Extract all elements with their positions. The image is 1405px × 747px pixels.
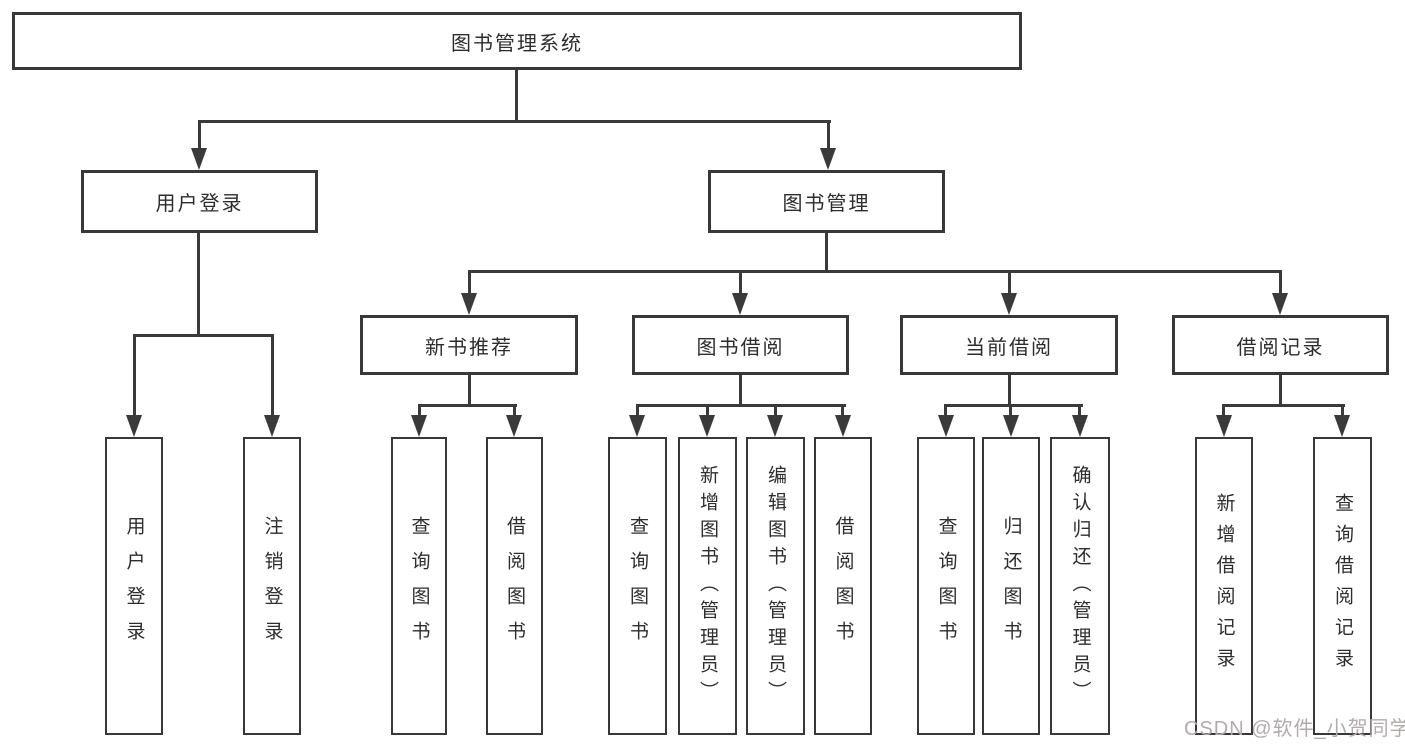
node-library-system: 图书管理系统 (12, 12, 1022, 70)
leaf-current-query-label: 查询图书 (935, 516, 957, 656)
node-new-book-rec: 新书推荐 (360, 315, 578, 375)
csdn-watermark-text: CSDN @软件_小贺同学 (1184, 718, 1405, 740)
node-book-mgmt: 图书管理 (708, 170, 945, 233)
connector-new-book-rec-rail (418, 404, 517, 407)
connector-current-borrow-shaft (1008, 270, 1011, 295)
connector-user-login-shaft (198, 120, 201, 150)
connector-leaf-bb-add-shaft (706, 404, 709, 417)
leaf-current-confirm-admin-label: 确认归还（管理员） (1069, 464, 1091, 708)
leaf-borrow-borrow: 借阅图书 (814, 437, 872, 735)
arrowhead-leaf-bb-edit (767, 415, 783, 437)
connector-borrow-records-shaft (1279, 270, 1282, 295)
node-book-borrow: 图书借阅 (632, 315, 849, 375)
leaf-newbook-query-label: 查询图书 (408, 516, 430, 656)
node-current-borrow-label: 当前借阅 (965, 336, 1053, 359)
node-new-book-rec-label: 新书推荐 (425, 336, 513, 359)
arrowhead-book-mgmt (820, 148, 836, 170)
node-book-mgmt-label: 图书管理 (782, 193, 871, 215)
leaf-current-return: 归还图书 (982, 437, 1040, 735)
arrowhead-leaf-cb-return (1003, 415, 1019, 437)
leaf-current-confirm-admin: 确认归还（管理员） (1050, 437, 1110, 735)
arrowhead-current-borrow (1001, 293, 1017, 315)
node-current-borrow: 当前借阅 (900, 315, 1118, 375)
arrowhead-leaf-login (126, 415, 142, 437)
connector-user-login-trunk (197, 233, 200, 336)
connector-leaf-cb-return-shaft (1009, 404, 1012, 417)
connector-user-login-rail (133, 334, 274, 337)
node-library-system-label: 图书管理系统 (451, 32, 583, 55)
connector-leaf-cb-confirm-shaft (1078, 404, 1081, 417)
connector-leaf-nb-borrow-shaft (513, 404, 516, 417)
arrowhead-borrow-records (1272, 293, 1288, 315)
connector-leaf-login-shaft (133, 334, 136, 417)
connector-leaf-bb-borrow-shaft (841, 404, 844, 417)
connector-leaf-bb-query-shaft (636, 404, 639, 417)
arrowhead-leaf-bb-borrow (835, 415, 851, 437)
arrowhead-leaf-br-query (1334, 415, 1350, 437)
leaf-records-add-label: 新增借阅记录 (1213, 493, 1235, 679)
arrowhead-leaf-cb-query (938, 415, 954, 437)
connector-leaf-bb-edit-shaft (774, 404, 777, 417)
leaf-logout-label: 注销登录 (261, 516, 283, 656)
connector-borrow-records-trunk (1279, 375, 1282, 406)
connector-borrow-records-rail (1222, 404, 1345, 407)
connector-current-borrow-rail (944, 404, 1083, 407)
connector-root-trunk (515, 70, 518, 122)
connector-level1-rail (198, 120, 831, 123)
arrowhead-leaf-bb-add (699, 415, 715, 437)
arrowhead-leaf-nb-query (411, 415, 427, 437)
leaf-logout: 注销登录 (243, 437, 301, 735)
leaf-current-return-label: 归还图书 (1000, 516, 1022, 656)
arrowhead-leaf-logout (264, 415, 280, 437)
leaf-records-add: 新增借阅记录 (1195, 437, 1253, 735)
connector-leaf-cb-query-shaft (944, 404, 947, 417)
leaf-borrow-borrow-label: 借阅图书 (832, 516, 854, 656)
connector-leaf-nb-query-shaft (418, 404, 421, 417)
connector-book-mgmt-shaft (827, 120, 830, 150)
node-user-login-label: 用户登录 (155, 193, 244, 215)
leaf-borrow-edit-admin: 编辑图书（管理员） (746, 437, 805, 735)
leaf-user-login: 用户登录 (105, 437, 163, 735)
node-user-login: 用户登录 (81, 170, 318, 233)
connector-current-borrow-trunk (1008, 375, 1011, 406)
connector-book-mgmt-trunk (825, 233, 828, 272)
connector-book-borrow-trunk (739, 375, 742, 406)
leaf-borrow-add-admin: 新增图书（管理员） (678, 437, 737, 735)
node-book-borrow-label: 图书借阅 (696, 336, 785, 359)
connector-leaf-logout-shaft (271, 334, 274, 417)
node-borrow-records-label: 借阅记录 (1236, 336, 1325, 359)
leaf-borrow-query: 查询图书 (608, 437, 667, 735)
leaf-user-login-label: 用户登录 (123, 516, 145, 656)
arrowhead-leaf-nb-borrow (506, 415, 522, 437)
leaf-newbook-query: 查询图书 (391, 437, 447, 735)
arrowhead-leaf-cb-confirm (1072, 415, 1088, 437)
leaf-newbook-borrow: 借阅图书 (486, 437, 543, 735)
node-borrow-records: 借阅记录 (1172, 315, 1389, 375)
connector-book-borrow-rail (636, 404, 846, 407)
arrowhead-leaf-bb-query (629, 415, 645, 437)
leaf-records-query: 查询借阅记录 (1313, 437, 1372, 735)
leaf-current-query: 查询图书 (917, 437, 975, 735)
leaf-borrow-add-admin-label: 新增图书（管理员） (697, 464, 718, 708)
arrowhead-leaf-br-add (1216, 415, 1232, 437)
leaf-borrow-query-label: 查询图书 (627, 516, 648, 656)
leaf-newbook-borrow-label: 借阅图书 (504, 516, 525, 656)
arrowhead-new-book-rec (461, 293, 477, 315)
leaf-records-query-label: 查询借阅记录 (1332, 493, 1353, 679)
arrowhead-user-login (191, 148, 207, 170)
connector-new-book-rec-shaft (468, 270, 471, 295)
connector-leaf-br-query-shaft (1341, 404, 1344, 417)
connector-level2-rail (468, 270, 1282, 273)
arrowhead-book-borrow (732, 293, 748, 315)
connector-book-borrow-shaft (739, 270, 742, 295)
connector-leaf-br-add-shaft (1222, 404, 1225, 417)
leaf-borrow-edit-admin-label: 编辑图书（管理员） (765, 464, 786, 708)
csdn-watermark: CSDN @软件_小贺同学 (1184, 712, 1405, 741)
connector-new-book-rec-trunk (468, 375, 471, 406)
